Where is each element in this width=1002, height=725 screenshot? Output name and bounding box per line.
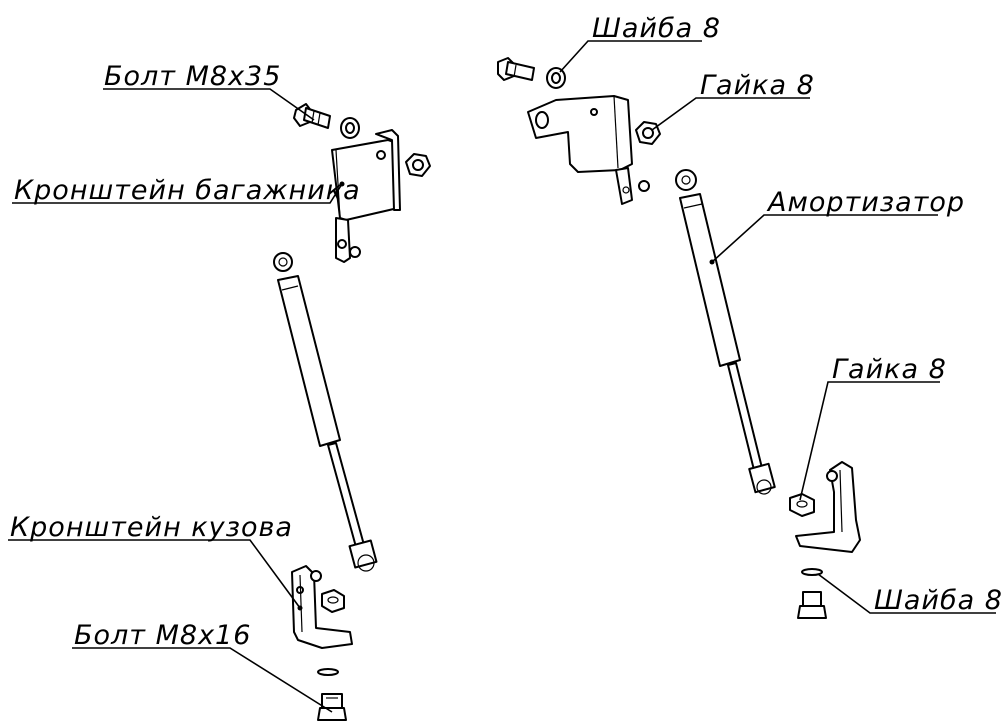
nut-right-bottom xyxy=(789,493,815,517)
washer-left-bottom xyxy=(317,668,339,676)
label-bolt-m8x16: Болт М8х16 xyxy=(74,620,251,651)
label-bolt-m8x35: Болт М8х35 xyxy=(104,61,281,92)
labels: Болт М8х35 Кронштейн багажника Кронштейн… xyxy=(10,13,1002,651)
label-washer-bottom: Шайба 8 xyxy=(874,585,1002,616)
nut-right-top xyxy=(635,121,661,145)
leader-lines xyxy=(8,40,996,713)
label-nut-bottom: Гайка 8 xyxy=(832,354,947,385)
bolt-m8x16-part xyxy=(317,693,347,721)
body-bracket-left xyxy=(291,565,353,649)
label-trunk-bracket: Кронштейн багажника xyxy=(14,175,361,206)
washer-left-top xyxy=(340,117,360,139)
nut-left-bottom xyxy=(321,589,345,613)
trunk-bracket-right xyxy=(527,95,650,205)
label-nut-top: Гайка 8 xyxy=(700,70,815,101)
bolt-m8x35-part xyxy=(293,103,331,129)
bolt-right-top xyxy=(497,57,535,81)
nut-left-top xyxy=(405,153,431,177)
washer-right-top xyxy=(546,67,566,89)
body-bracket-right xyxy=(795,461,861,553)
label-shock-absorber: Амортизатор xyxy=(766,187,965,218)
shock-absorber-right xyxy=(675,169,776,495)
label-body-bracket: Кронштейн кузова xyxy=(10,512,293,543)
label-washer-top: Шайба 8 xyxy=(592,13,721,44)
shock-absorber-left xyxy=(273,252,378,572)
bolt-right-bottom xyxy=(797,591,827,619)
washer-right-bottom xyxy=(801,568,823,576)
trunk-bracket-left xyxy=(331,129,401,263)
